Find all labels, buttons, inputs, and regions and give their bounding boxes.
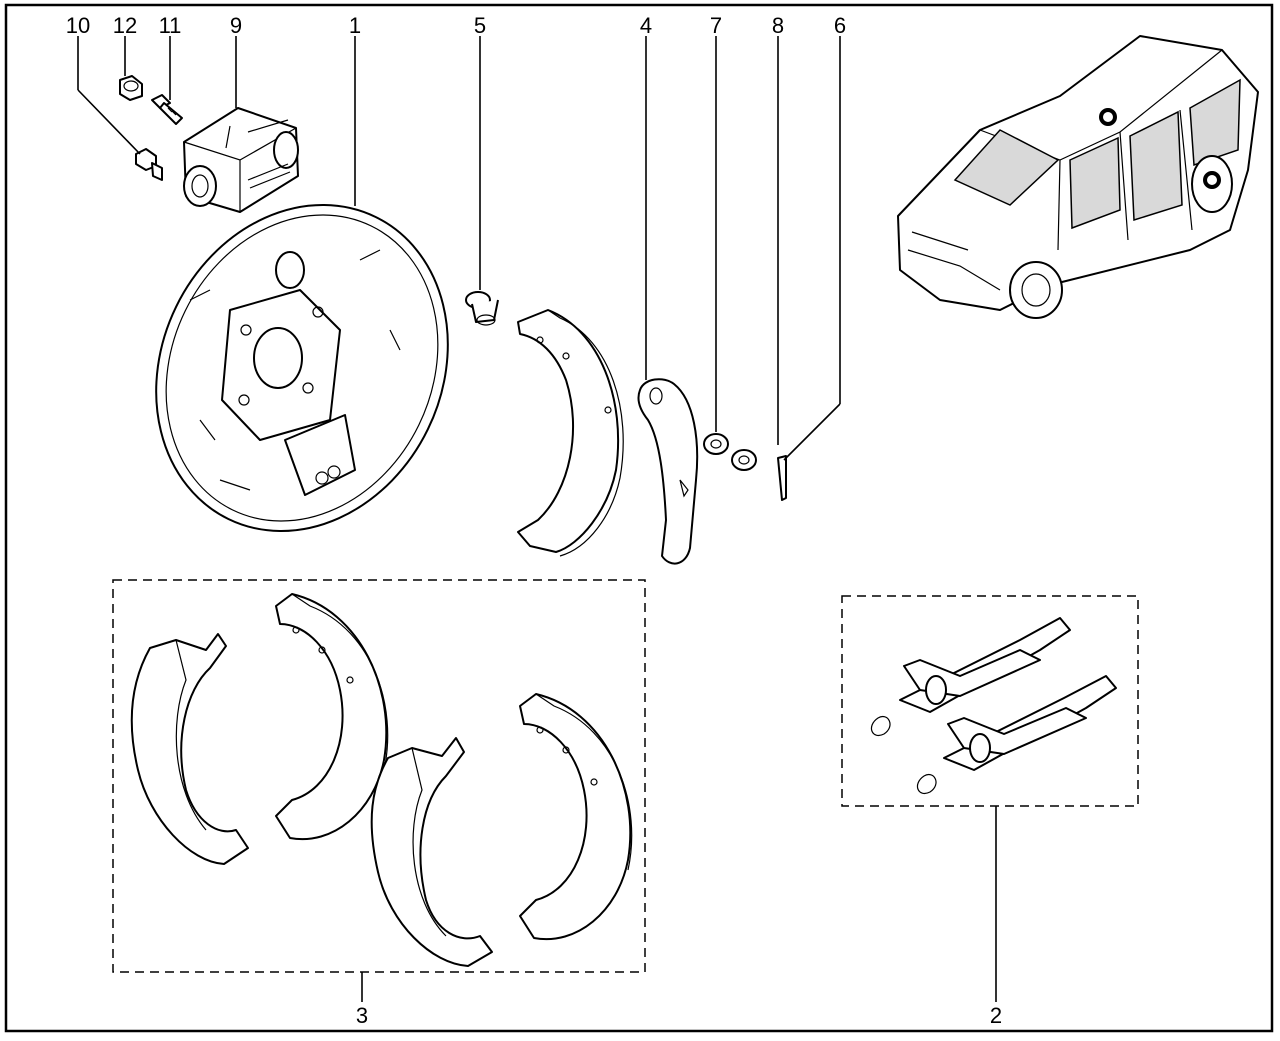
cotter-pin bbox=[777, 455, 787, 501]
callout-1: 1 bbox=[349, 13, 361, 38]
callout-6: 6 bbox=[834, 13, 846, 38]
callout-2: 2 bbox=[990, 1003, 1002, 1028]
callout-7: 7 bbox=[710, 13, 722, 38]
bleed-screw-cap bbox=[119, 75, 143, 101]
callout-10: 10 bbox=[66, 13, 90, 38]
callout-11: 11 bbox=[159, 13, 182, 38]
brake-backing-plate bbox=[155, 204, 449, 532]
wheel-cylinder bbox=[183, 107, 299, 213]
callout-8: 8 bbox=[772, 13, 784, 38]
adjuster-kit bbox=[870, 617, 1117, 794]
mounting-bolt bbox=[135, 148, 163, 181]
brake-shoe-single bbox=[517, 309, 624, 557]
callout-3: 3 bbox=[356, 1003, 368, 1028]
bleed-screw bbox=[151, 94, 183, 125]
callout-4: 4 bbox=[640, 13, 652, 38]
callout-9: 9 bbox=[230, 13, 242, 38]
adjuster-kit-box bbox=[841, 595, 1139, 807]
washer-7 bbox=[703, 433, 729, 455]
vehicle-illustration bbox=[897, 35, 1259, 319]
brake-shoe-kit-box bbox=[112, 579, 646, 973]
parking-brake-lever bbox=[637, 378, 699, 565]
washer-8 bbox=[731, 449, 757, 471]
outer-frame bbox=[4, 3, 1274, 1033]
leader-lines bbox=[77, 36, 997, 1002]
brake-shoe-kit bbox=[130, 593, 633, 967]
shoe-bushing bbox=[465, 291, 499, 326]
callout-12: 12 bbox=[113, 13, 137, 38]
callout-5: 5 bbox=[474, 13, 486, 38]
